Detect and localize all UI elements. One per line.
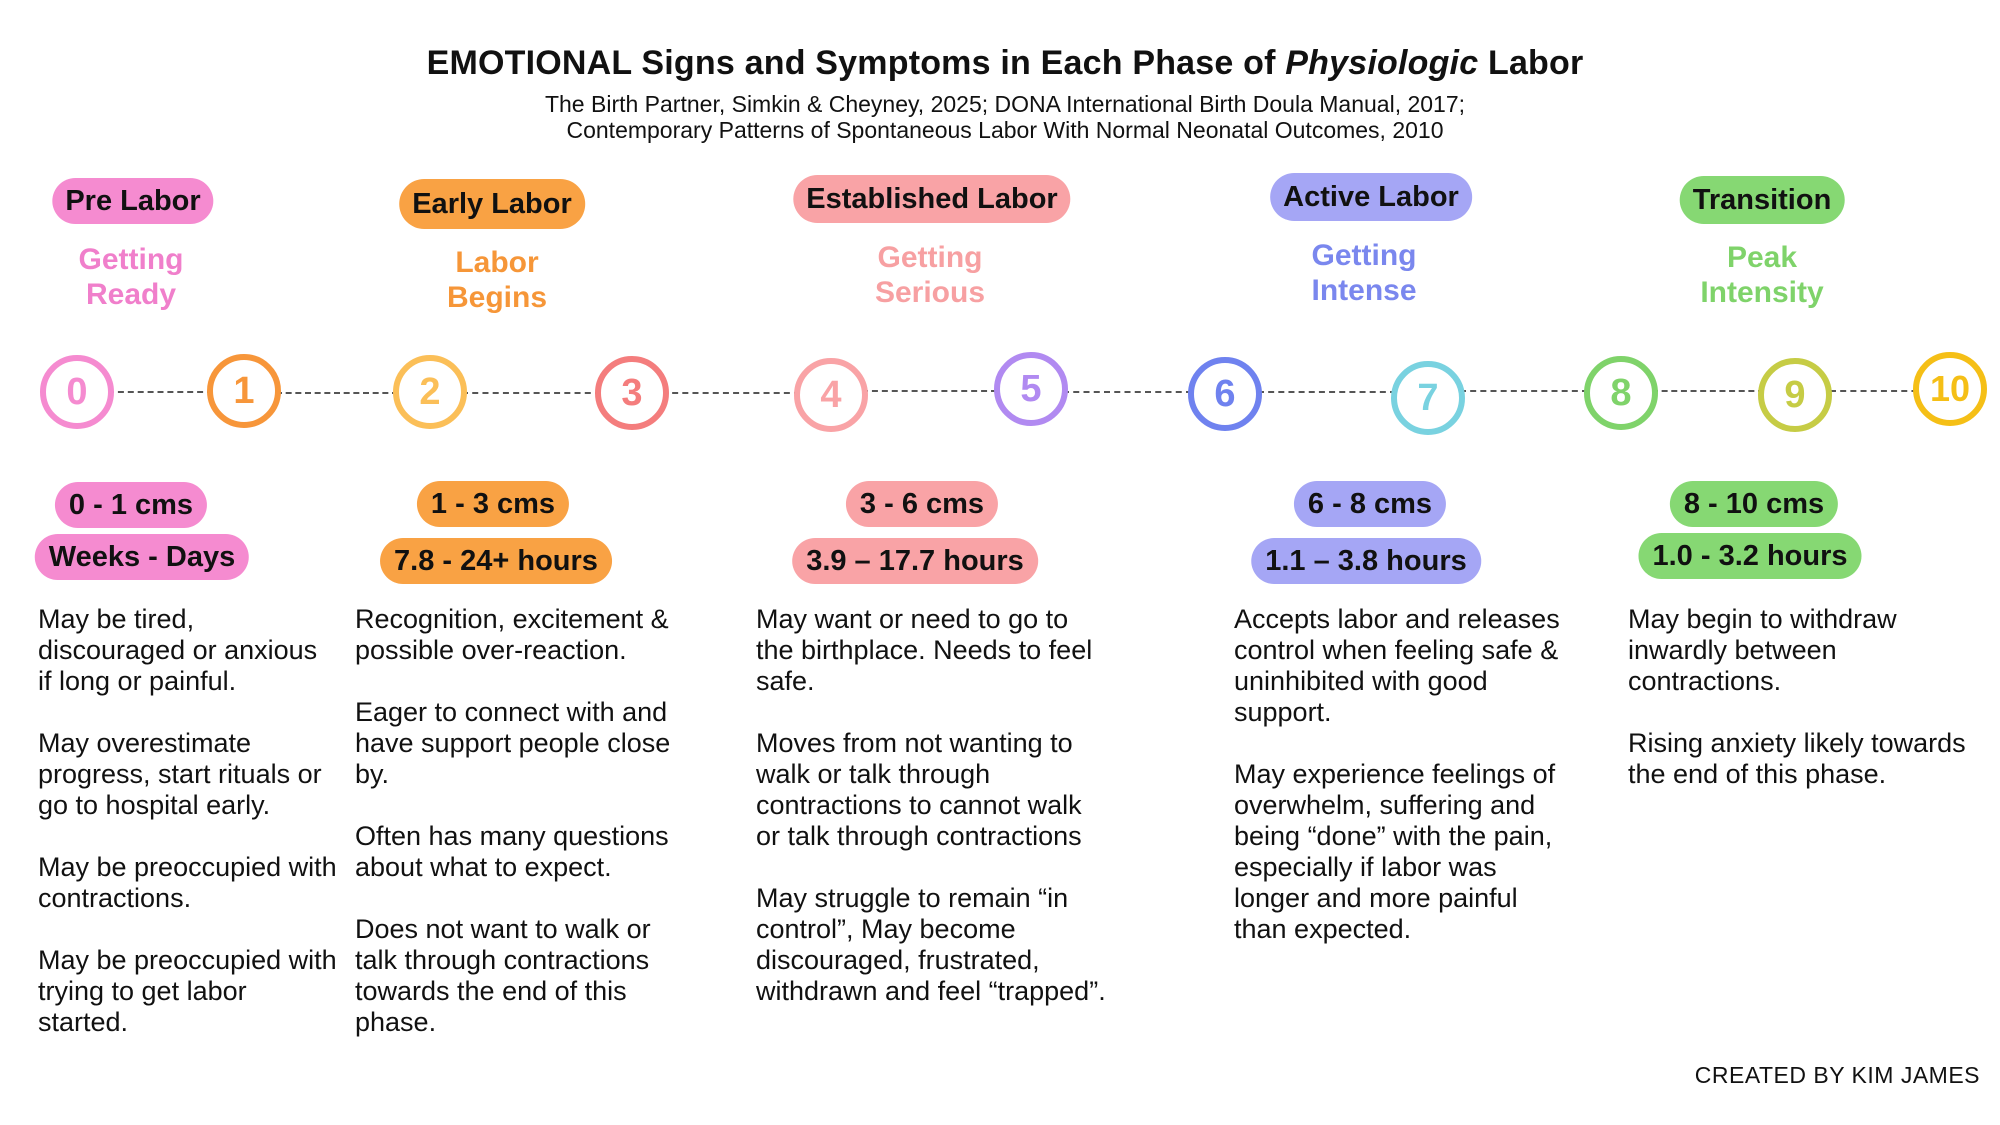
dilation-marker-3: 3 <box>595 356 669 430</box>
duration-active-labor: 1.1 – 3.8 hours <box>1251 538 1481 584</box>
dilation-range-early-labor: 1 - 3 cms <box>416 481 570 527</box>
description-paragraph: Recognition, excitement & possible over-… <box>355 604 669 665</box>
dilation-marker-8: 8 <box>1584 356 1658 430</box>
timeline-segment <box>1830 390 1948 392</box>
description-paragraph: Moves from not wanting to walk or talk t… <box>756 728 1082 851</box>
timeline-segment <box>276 392 398 394</box>
dilation-range-transition: 8 - 10 cms <box>1669 481 1839 527</box>
duration-pre-labor: Weeks - Days <box>34 534 250 580</box>
sources-line-2: Contemporary Patterns of Spontaneous Lab… <box>566 117 1444 143</box>
description-paragraph: Accepts labor and releases control when … <box>1234 604 1560 727</box>
description-active-labor: Accepts labor and releases control when … <box>1234 604 1564 976</box>
dilation-marker-2: 2 <box>393 355 467 429</box>
sources-line-1: The Birth Partner, Simkin & Cheyney, 202… <box>544 91 1466 117</box>
dilation-range-established-labor: 3 - 6 cms <box>845 481 999 527</box>
description-paragraph: May overestimate progress, start rituals… <box>38 728 322 820</box>
duration-established-labor: 3.9 – 17.7 hours <box>792 538 1038 584</box>
dilation-marker-6: 6 <box>1188 357 1262 431</box>
phase-label-transition: Transition <box>1679 176 1845 224</box>
description-paragraph: May want or need to go to the birthplace… <box>756 604 1093 696</box>
description-paragraph: Does not want to walk or talk through co… <box>355 914 651 1037</box>
phase-label-active-labor: Active Labor <box>1270 173 1472 221</box>
dilation-marker-0: 0 <box>40 355 114 429</box>
phase-label-established-labor: Established Labor <box>793 175 1071 223</box>
timeline-segment <box>1063 391 1192 393</box>
timeline-segment <box>108 391 213 393</box>
phase-label-pre-labor: Pre Labor <box>52 178 214 224</box>
timeline-segment <box>1460 390 1588 392</box>
dilation-marker-7: 7 <box>1391 361 1465 435</box>
description-paragraph: May be preoccupied with contractions. <box>38 852 337 913</box>
description-pre-labor: May be tired, discouraged or anxious if … <box>38 604 338 1069</box>
description-paragraph: May be preoccupied with trying to get la… <box>38 945 337 1037</box>
dilation-range-pre-labor: 0 - 1 cms <box>54 482 208 528</box>
description-paragraph: Rising anxiety likely towards the end of… <box>1628 728 1966 789</box>
description-paragraph: May begin to withdraw inwardly between c… <box>1628 604 1897 696</box>
description-paragraph: Often has many questions about what to e… <box>355 821 669 882</box>
page-title: EMOTIONAL Signs and Symptoms in Each Pha… <box>426 44 1584 82</box>
credit-line: CREATED BY KIM JAMES <box>1694 1062 1980 1088</box>
duration-early-labor: 7.8 - 24+ hours <box>380 538 612 584</box>
description-early-labor: Recognition, excitement & possible over-… <box>355 604 700 1069</box>
timeline-segment <box>662 392 800 394</box>
dilation-marker-4: 4 <box>794 358 868 432</box>
dilation-range-active-labor: 6 - 8 cms <box>1293 481 1447 527</box>
timeline-segment <box>1258 391 1396 393</box>
timeline-segment <box>1652 390 1764 392</box>
dilation-marker-9: 9 <box>1758 358 1832 432</box>
dilation-marker-5: 5 <box>994 352 1068 426</box>
description-paragraph: May be tired, discouraged or anxious if … <box>38 604 318 696</box>
phase-label-early-labor: Early Labor <box>399 179 585 229</box>
dilation-marker-10: 10 <box>1913 352 1987 426</box>
dilation-marker-1: 1 <box>207 354 281 428</box>
description-paragraph: May struggle to remain “in control”, May… <box>756 883 1106 1006</box>
description-established-labor: May want or need to go to the birthplace… <box>756 604 1106 1038</box>
description-transition: May begin to withdraw inwardly between c… <box>1628 604 1968 821</box>
description-paragraph: Eager to connect with and have support p… <box>355 697 671 789</box>
timeline-segment <box>462 392 601 394</box>
duration-transition: 1.0 - 3.2 hours <box>1638 533 1862 579</box>
timeline-segment <box>862 390 997 392</box>
description-paragraph: May experience feelings of overwhelm, su… <box>1234 759 1556 944</box>
